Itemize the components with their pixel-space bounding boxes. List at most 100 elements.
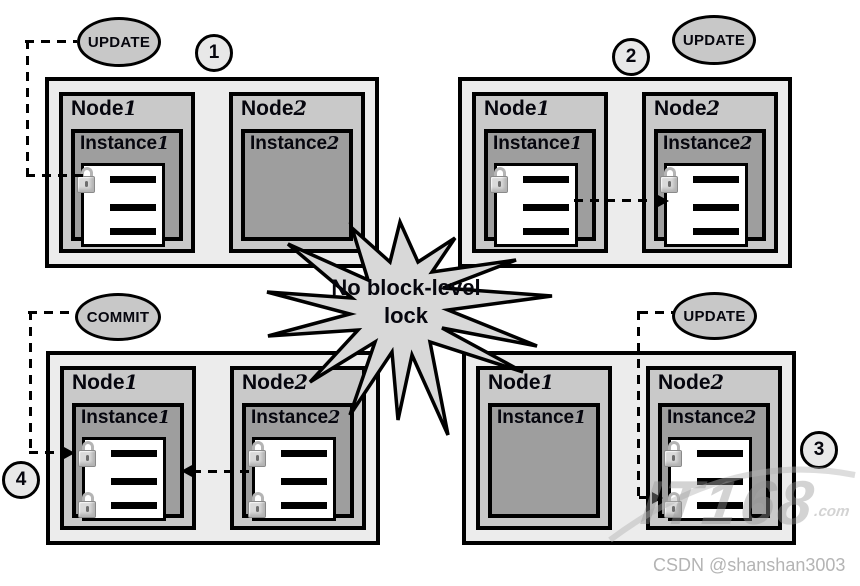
node-label: Node1: [72, 371, 138, 395]
instance-label: Instance2: [250, 133, 339, 155]
instance-label: Instance1: [81, 407, 170, 429]
operation-ellipse-update-2: UPDATE: [672, 15, 756, 65]
instance-number: 2: [327, 134, 340, 154]
node-box: Node1 Instance1: [472, 92, 608, 253]
dashed-connector: [639, 311, 673, 314]
lock-icon: [664, 492, 686, 520]
node-number: 2: [706, 97, 720, 120]
data-row-line: [693, 204, 739, 211]
step-number-badge-3: 3: [800, 431, 838, 469]
instance-number: 1: [570, 134, 583, 154]
instance-label: Instance1: [80, 133, 169, 155]
instance-box: Instance2: [241, 129, 353, 241]
panel-2: Node1 Instance1 Node2 Instance2: [458, 77, 792, 268]
instance-label: Instance1: [493, 133, 582, 155]
node-box: Node2 Instance2: [646, 366, 782, 530]
data-row-line: [110, 176, 156, 183]
instance-box: Instance2: [658, 403, 770, 521]
node-label: Node1: [71, 97, 137, 121]
dashed-connector: [639, 496, 653, 499]
panel-4: Node1 Instance1 Node2 Instance2: [46, 351, 380, 545]
lock-icon: [77, 167, 99, 195]
instance-box: Instance1: [484, 129, 596, 247]
lock-icon: [248, 441, 270, 469]
lock-icon: [664, 441, 686, 469]
node-word: Node: [71, 97, 124, 120]
step-number-badge-1: 1: [195, 34, 233, 72]
node-box: Node1 Instance1: [59, 92, 195, 253]
dashed-connector: [26, 40, 29, 177]
instance-word: Instance: [251, 407, 329, 428]
data-row-line: [281, 478, 327, 485]
operation-label: UPDATE: [683, 307, 746, 325]
step-number: 1: [208, 42, 220, 63]
data-row-line: [523, 176, 569, 183]
data-block: [664, 437, 752, 521]
watermark-suffix: .com: [813, 503, 851, 520]
operation-label: COMMIT: [86, 308, 150, 326]
data-block: [248, 437, 336, 521]
instance-word: Instance: [250, 133, 328, 154]
node-box: Node1 Instance1: [476, 366, 612, 530]
data-row-line: [110, 204, 156, 211]
data-block: [490, 163, 578, 247]
data-row-line: [697, 450, 743, 457]
instance-box: Instance1: [72, 403, 184, 521]
data-block: [78, 437, 166, 521]
instance-label: Instance1: [497, 407, 586, 429]
instance-word: Instance: [667, 407, 745, 428]
data-row-line: [523, 204, 569, 211]
node-number: 2: [710, 371, 724, 394]
node-number: 2: [293, 97, 307, 120]
node-label: Node1: [484, 97, 550, 121]
credit-text: CSDN @shanshan3003: [653, 555, 846, 575]
data-row-line: [111, 450, 157, 457]
instance-box: Instance1: [488, 403, 600, 518]
node-number: 2: [294, 371, 308, 394]
arrowhead-right-icon: [658, 195, 669, 207]
node-number: 1: [123, 97, 137, 120]
node-number: 1: [536, 97, 550, 120]
node-label: Node2: [654, 97, 720, 121]
node-number: 1: [124, 371, 138, 394]
node-word: Node: [488, 371, 541, 394]
node-box: Node2 Instance2: [229, 92, 365, 253]
instance-box: Instance1: [71, 129, 183, 247]
node-box: Node1 Instance1: [60, 366, 196, 530]
data-row-line: [281, 450, 327, 457]
instance-label: Instance2: [667, 407, 756, 429]
instance-number: 1: [158, 408, 171, 428]
node-number: 1: [540, 371, 554, 394]
data-row-line: [111, 502, 157, 509]
operation-ellipse-update-3: UPDATE: [672, 292, 757, 340]
instance-number: 1: [574, 408, 587, 428]
node-word: Node: [242, 371, 295, 394]
node-label: Node2: [658, 371, 724, 395]
instance-number: 1: [157, 134, 170, 154]
burst-line-2: lock: [383, 303, 429, 328]
data-row-line: [110, 228, 156, 235]
step-number-badge-2: 2: [612, 38, 650, 76]
instance-label: Instance2: [251, 407, 340, 429]
node-word: Node: [658, 371, 711, 394]
node-label: Node1: [488, 371, 554, 395]
data-row-line: [111, 478, 157, 485]
instance-word: Instance: [497, 407, 575, 428]
lock-icon: [660, 167, 682, 195]
dashed-connector: [29, 311, 32, 453]
operation-ellipse-commit-4: COMMIT: [75, 293, 161, 341]
data-row-line: [693, 228, 739, 235]
node-label: Node2: [242, 371, 308, 395]
step-number: 2: [625, 46, 637, 67]
data-row-line: [281, 502, 327, 509]
instance-number: 2: [740, 134, 753, 154]
instance-box: Instance2: [242, 403, 354, 521]
instance-label: Instance2: [663, 133, 752, 155]
operation-label: UPDATE: [87, 33, 151, 51]
operation-label: UPDATE: [682, 31, 746, 49]
instance-word: Instance: [81, 407, 159, 428]
data-row-line: [697, 502, 743, 509]
dashed-connector: [637, 311, 640, 499]
lock-icon: [78, 441, 100, 469]
